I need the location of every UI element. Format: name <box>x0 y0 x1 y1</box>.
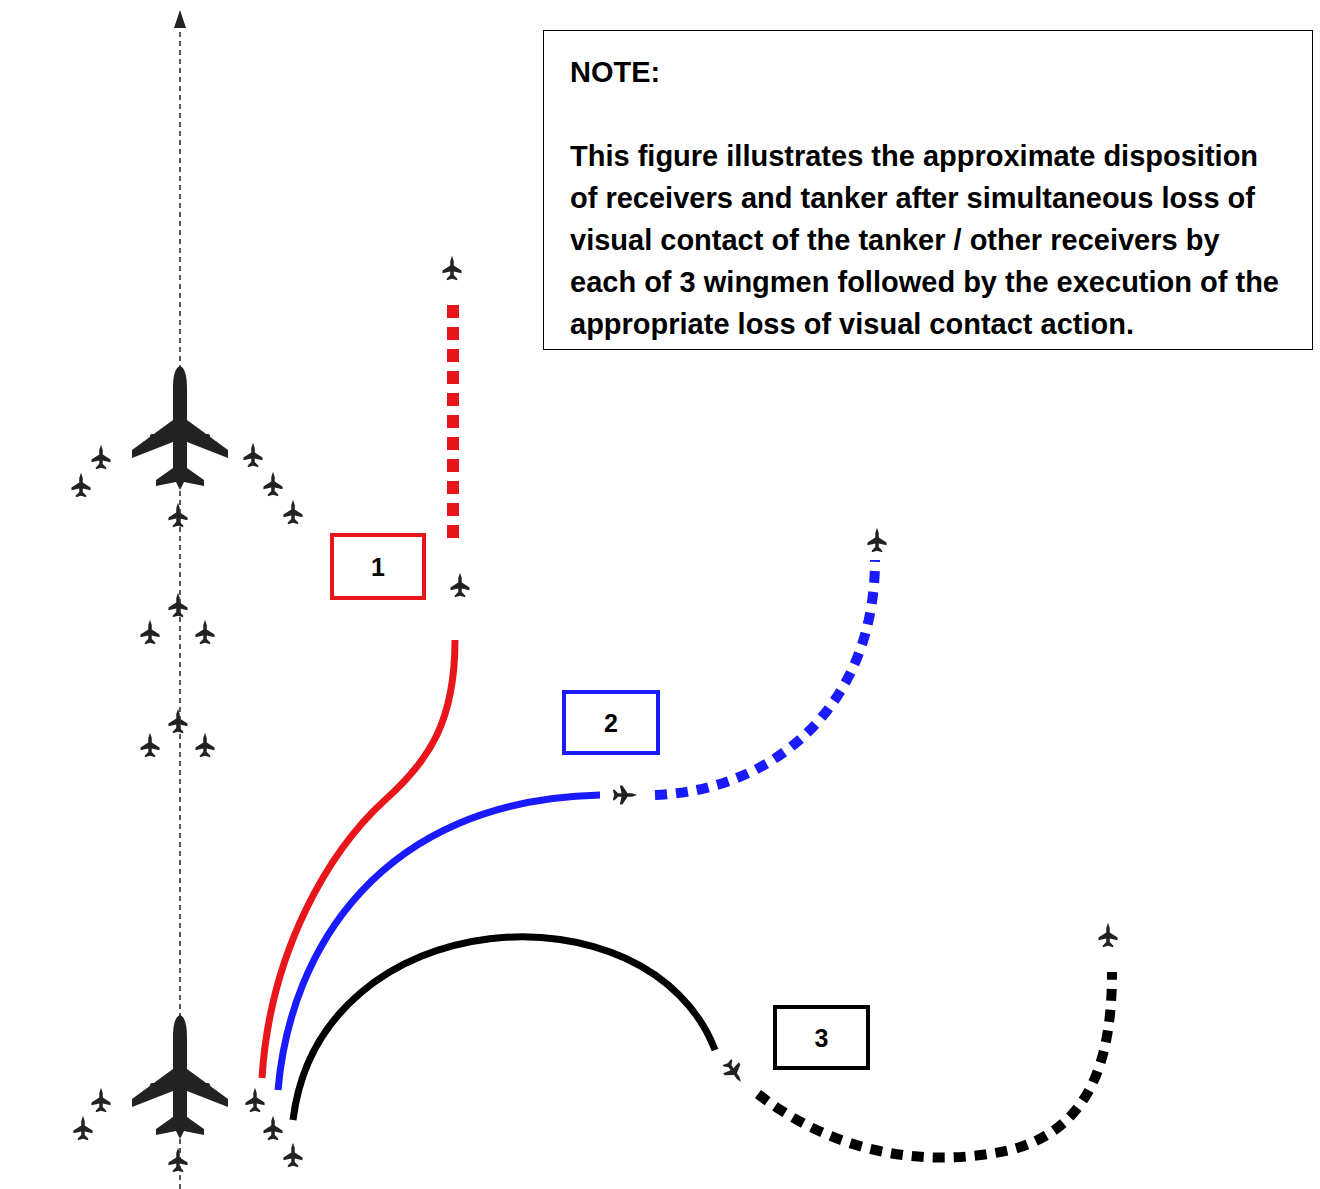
top-formation <box>71 366 302 757</box>
note-box: NOTE: This figure illustrates the approxi… <box>543 30 1313 350</box>
wingman-2-path <box>278 528 887 1090</box>
callout-text: 3 <box>815 1023 829 1053</box>
callout-number: 1 <box>330 533 426 600</box>
callout-text: 1 <box>371 552 385 582</box>
callout-number: 2 <box>562 690 660 755</box>
callout-text: 2 <box>604 708 618 738</box>
wingman-3-path <box>293 923 1118 1158</box>
callout-number: 3 <box>773 1005 870 1070</box>
track-arrowhead <box>174 10 186 28</box>
wingman-1-path <box>262 256 470 1078</box>
note-heading: NOTE: <box>570 51 1292 93</box>
note-body: This figure illustrates the approximate … <box>570 135 1292 345</box>
